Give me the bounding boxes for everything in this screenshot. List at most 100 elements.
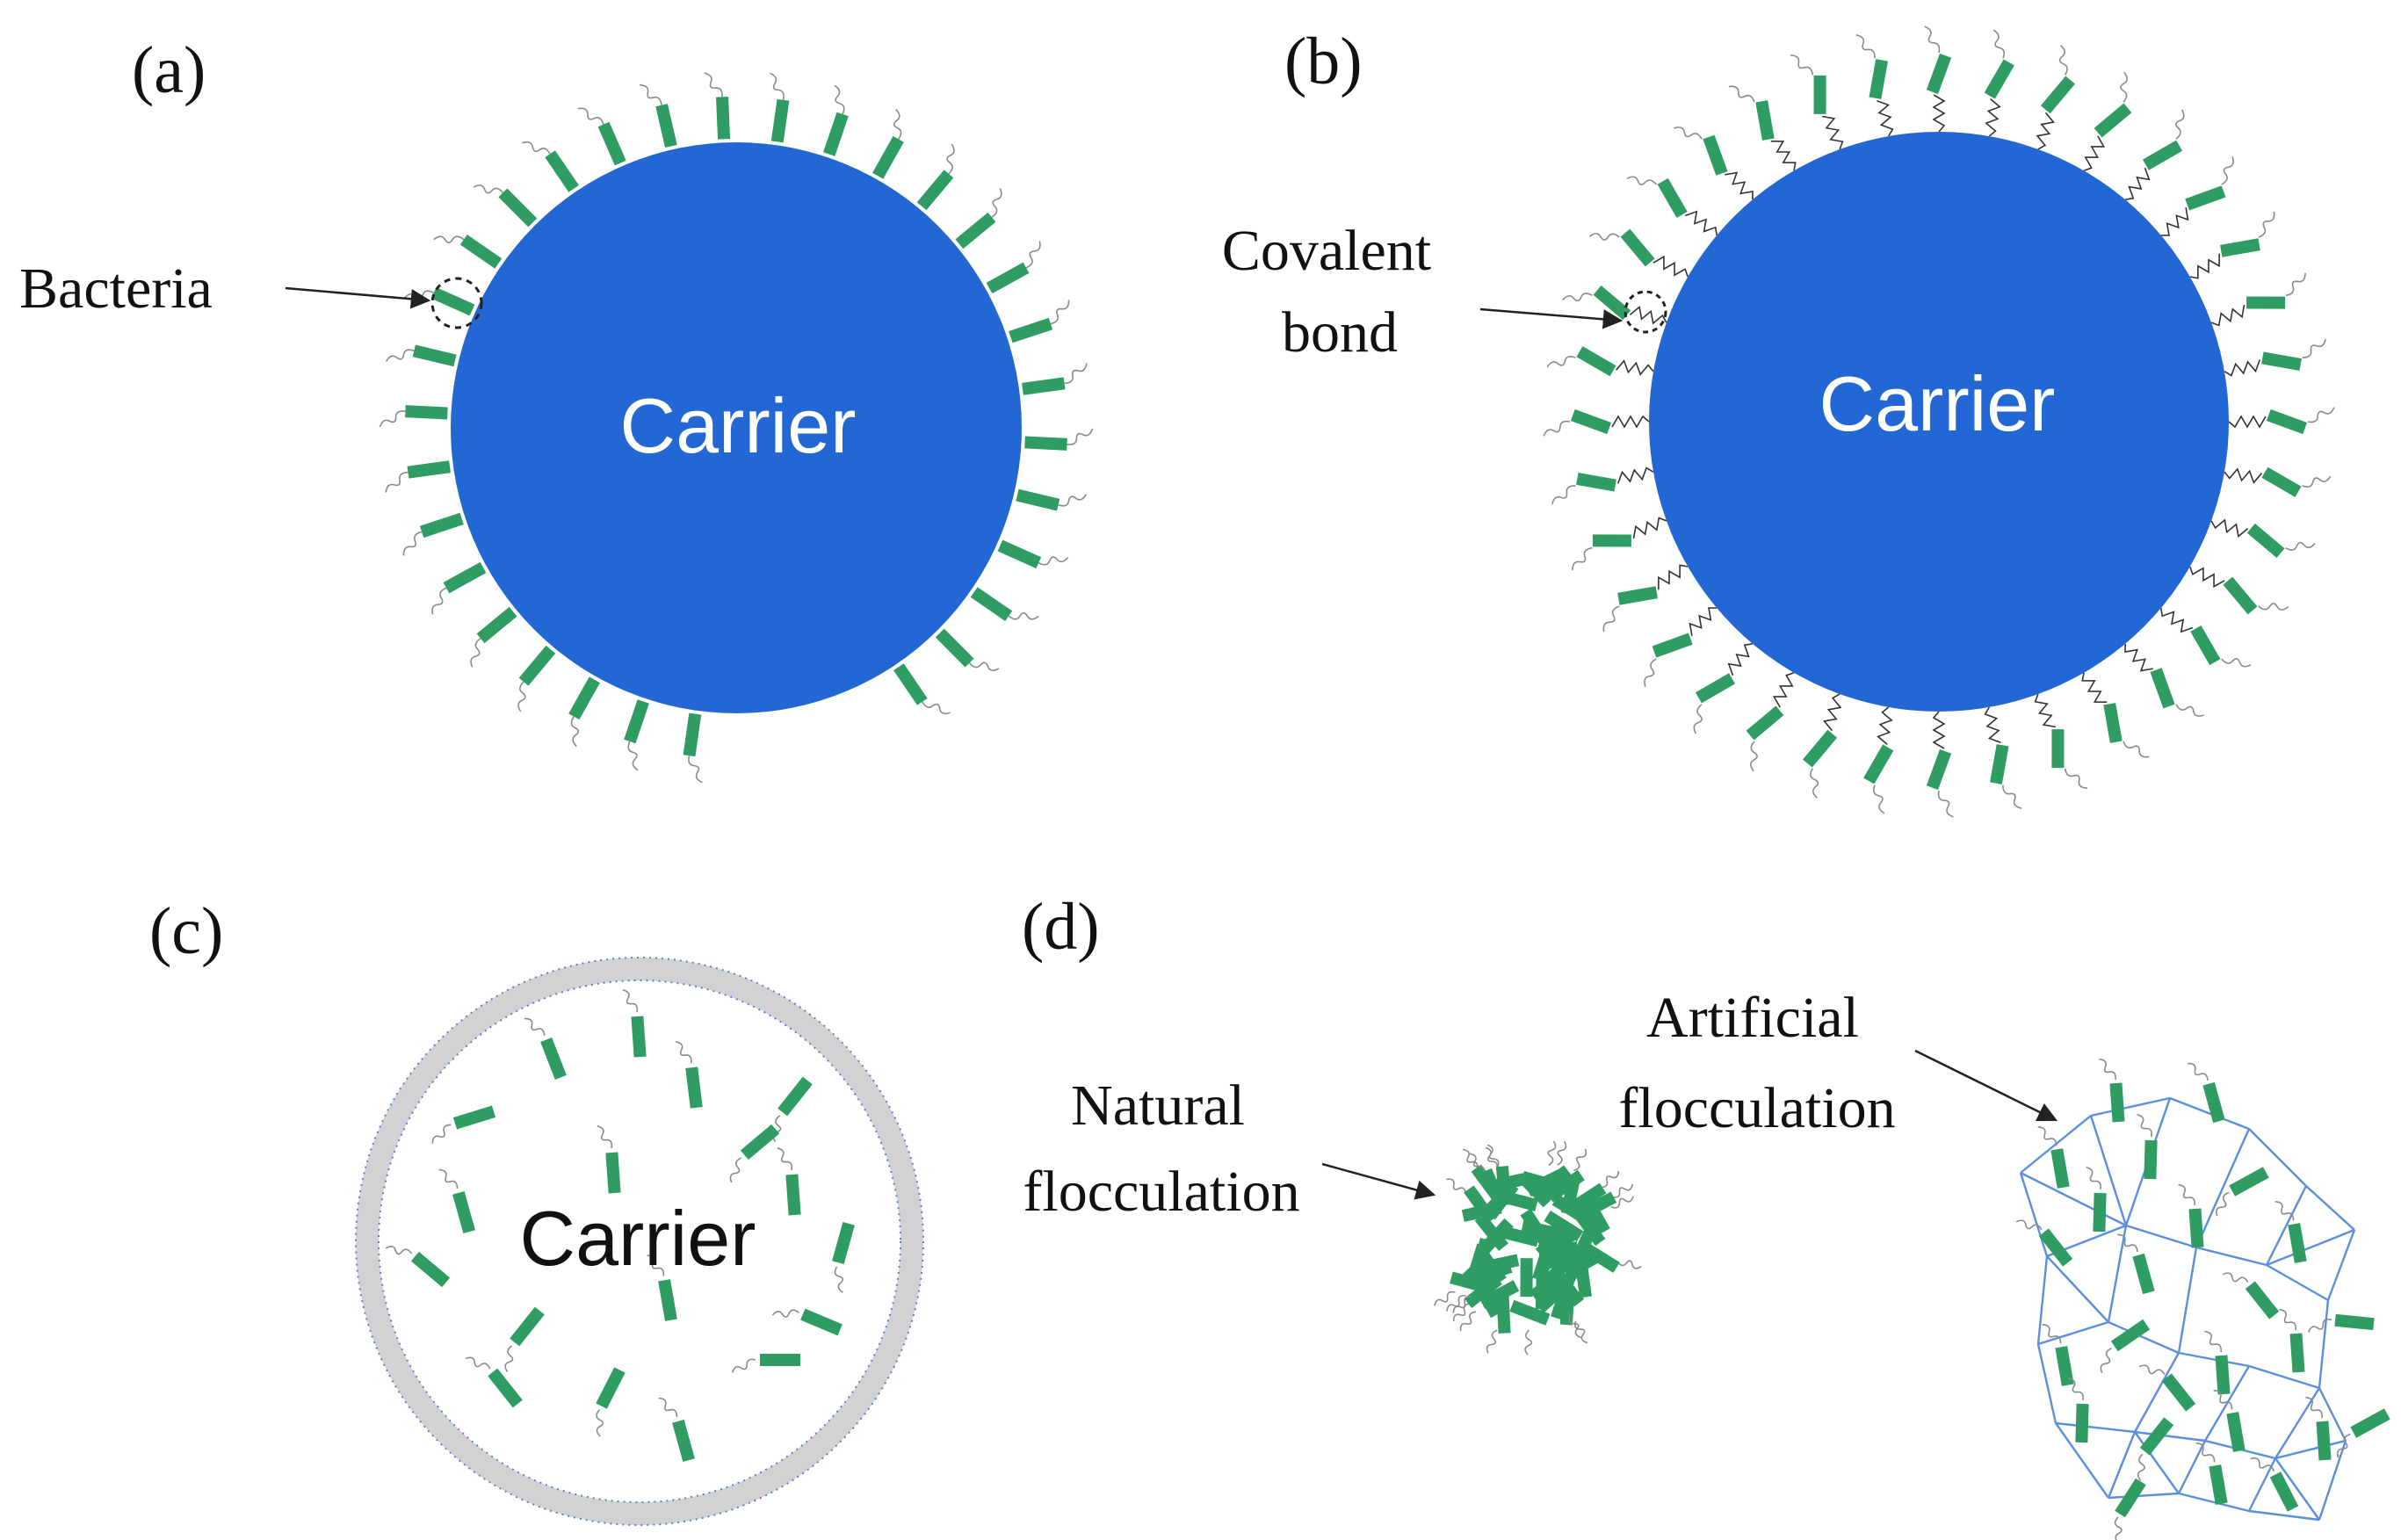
bound-bacterium	[2040, 76, 2075, 114]
covalent-bond	[2224, 359, 2261, 377]
entrapped-bacterium	[832, 1221, 855, 1265]
flagellum	[2037, 1126, 2057, 1146]
panel-d-label: (d)	[1022, 890, 1100, 964]
bound-bacterium	[2051, 729, 2065, 769]
floc-bacterium	[1478, 1218, 1514, 1255]
covalent-bond	[1877, 706, 1893, 746]
flagellum	[639, 83, 662, 105]
flagellum	[504, 1345, 514, 1372]
flagellum	[1574, 1320, 1588, 1344]
polymer-link	[2019, 1172, 2049, 1257]
covalent-bond	[2160, 607, 2194, 633]
bound-bacterium	[1576, 473, 1616, 492]
flagellum	[1543, 420, 1571, 437]
bound-bacterium	[1869, 59, 1888, 99]
polymer-link	[2107, 1225, 2128, 1323]
bound-bacterium	[2223, 576, 2258, 615]
covalent-bond	[2228, 415, 2267, 429]
polymer-link	[2020, 1171, 2127, 1227]
bound-bacterium	[1570, 408, 1612, 435]
covalent-bond	[1684, 210, 1718, 236]
flagellum	[946, 143, 955, 175]
flagellum	[777, 1147, 793, 1171]
covalent-bond	[1985, 98, 2001, 137]
entrapped-bacterium	[800, 1308, 843, 1336]
polymer-link	[2305, 1185, 2355, 1231]
polymer-link	[2248, 1364, 2320, 1390]
flagellum	[385, 471, 409, 493]
flagellum	[770, 72, 785, 100]
covalent-bond	[1877, 99, 1894, 137]
flagellum	[2221, 156, 2234, 185]
covalent-bond	[1772, 672, 1795, 708]
natural-flocculation-arrow	[1321, 1162, 1436, 1200]
adsorbed-bacterium	[430, 287, 475, 316]
flagellum	[1050, 300, 1070, 325]
flagellum	[2114, 1516, 2123, 1540]
flagellum	[1551, 485, 1576, 505]
flagellum	[385, 1245, 413, 1255]
flagellum	[2221, 658, 2252, 668]
bound-bacterium	[2190, 625, 2221, 666]
flagellum	[2015, 1219, 2043, 1231]
polymer-link	[2274, 1387, 2321, 1459]
flagellum	[2302, 475, 2332, 488]
flagellum	[431, 1124, 452, 1144]
flagellum	[2100, 1347, 2112, 1373]
flagellum	[1611, 1183, 1634, 1198]
flagellum	[570, 716, 580, 748]
network-bacterium	[2209, 1464, 2228, 1505]
flagellum	[2258, 211, 2275, 238]
bound-bacterium	[2220, 238, 2260, 257]
adsorbed-bacterium	[498, 188, 538, 228]
flagellum	[1469, 1153, 1485, 1175]
flagellum	[1626, 176, 1657, 185]
floc-bacterium	[1479, 1254, 1520, 1275]
covalent-bond	[1616, 466, 1654, 484]
bound-bacterium	[1926, 53, 1952, 95]
panel-c-carrier-label: Carrier	[520, 1195, 756, 1282]
flagellum	[2213, 1390, 2233, 1410]
bound-bacterium	[1863, 744, 1894, 784]
flagellum	[729, 1157, 741, 1183]
flagellum	[1728, 85, 1755, 103]
flagellum	[2137, 1453, 2146, 1481]
network-bacterium	[2132, 1253, 2155, 1295]
bound-bacterium	[1813, 75, 1826, 114]
floc-bacterium	[1551, 1241, 1592, 1264]
panel-b: (b) Carrier Covalent bond	[1222, 25, 2335, 818]
adsorbed-bacterium	[716, 97, 731, 140]
flagellum	[1547, 1140, 1557, 1167]
polymer-link	[2108, 1320, 2180, 1355]
flagellum	[1588, 233, 1620, 241]
polymer-link	[2318, 1299, 2330, 1389]
polymer-link	[2046, 1255, 2109, 1323]
entrapped-bacterium	[596, 1367, 626, 1409]
flagellum	[379, 410, 406, 428]
floc-bacterium	[1496, 1294, 1511, 1334]
flagellum	[991, 188, 1002, 218]
flagellum	[2117, 1233, 2138, 1253]
flagellum	[2058, 45, 2068, 76]
covalent-bond	[2210, 518, 2249, 538]
flagellum	[1937, 790, 1954, 818]
flagellum	[403, 290, 435, 300]
covalent-bond	[1632, 517, 1667, 539]
entrapped-bacterium	[658, 1279, 677, 1321]
adsorbed-bacterium	[1024, 436, 1067, 451]
flagellum	[1573, 1148, 1587, 1172]
flagellum	[597, 1125, 613, 1149]
covalent-bond	[1615, 359, 1654, 376]
polymer-link	[2055, 1421, 2136, 1434]
panel-a-label: (a)	[132, 33, 206, 107]
bound-bacterium	[1617, 586, 1658, 605]
flagellum	[433, 235, 465, 243]
floc-bacterium	[1580, 1194, 1610, 1235]
entrapped-bacterium	[510, 1306, 545, 1347]
panel-a-adsorbed-bacteria	[379, 72, 1094, 784]
bound-bacterium	[1652, 633, 1693, 658]
flagellum	[1446, 1178, 1467, 1195]
polymer-link	[2107, 1431, 2137, 1499]
flagellum	[1568, 1315, 1581, 1339]
